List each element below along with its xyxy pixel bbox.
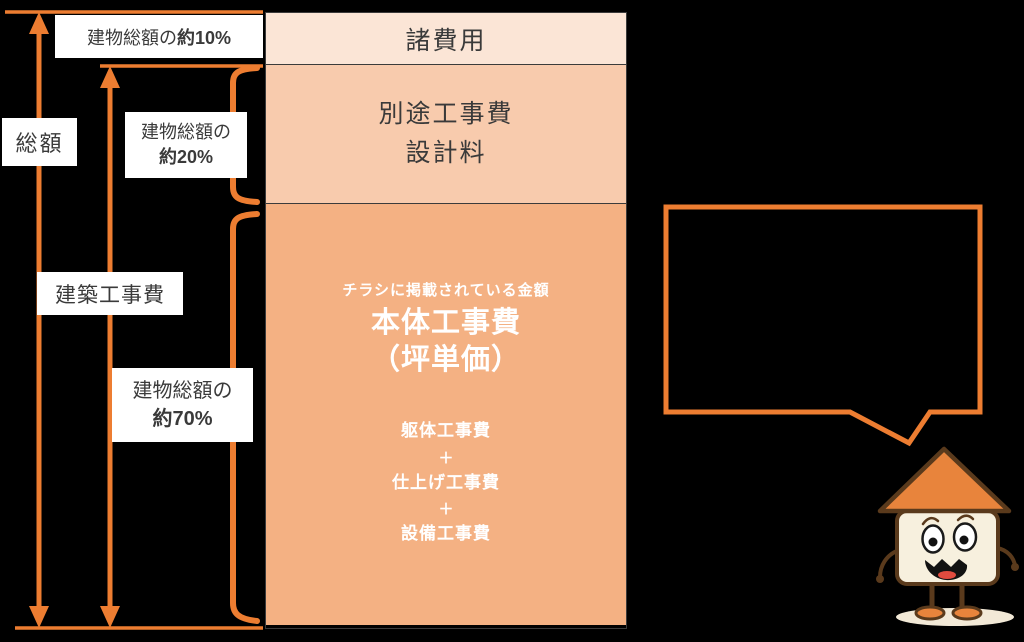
- segment-separate-works-label: 別途工事費: [378, 100, 514, 129]
- pct70-label: 建物総額の 約70%: [112, 368, 253, 442]
- flyer-price-note: チラシに掲載されている金額: [342, 282, 550, 299]
- total-range-arrow: [29, 12, 49, 628]
- construction-cost-label: 建築工事費: [37, 272, 183, 315]
- mascot-eyebrow-right: [956, 514, 975, 522]
- mascot-pupil-right: [959, 535, 969, 545]
- main-construction-title: 本体工事費 （坪単価）: [266, 305, 626, 379]
- total-label: 総額: [2, 118, 77, 166]
- plus-sign: ＋: [438, 449, 454, 467]
- mascot-tongue: [938, 571, 956, 579]
- mascot-pupil-left: [928, 537, 938, 547]
- main-construction-heading: チラシに掲載されている金額 本体工事費 （坪単価）: [266, 279, 626, 379]
- pct70-value: 約70%: [152, 408, 213, 430]
- component-equipment: 設備工事費: [401, 524, 491, 544]
- mascot-foot-left: [914, 605, 946, 621]
- mascot-mouth: [925, 559, 968, 581]
- mascot-eyebrow-left: [921, 516, 940, 526]
- arrow-down-icon: [29, 606, 49, 628]
- segment-misc-fees-label: 諸費用: [405, 26, 487, 55]
- arrow-down-icon: [100, 606, 120, 628]
- construction-range-arrow: [100, 66, 120, 628]
- pct10-label: 建物総額の約10%: [55, 15, 263, 58]
- mascot-hand-right: [1011, 563, 1019, 571]
- total-label-text: 総額: [15, 131, 64, 156]
- arrow-up-icon: [100, 66, 120, 88]
- segment-misc-fees: 諸費用: [266, 13, 626, 65]
- mascot-roof: [877, 446, 1012, 514]
- pct20-label: 建物総額の 約20%: [125, 112, 247, 178]
- main-construction-title-line1: 本体工事費: [370, 307, 521, 339]
- pct20-prefix: 建物総額の: [141, 121, 231, 142]
- house-mascot: [876, 446, 1019, 626]
- arrow-up-icon: [29, 12, 49, 34]
- mascot-foot-right: [951, 605, 983, 621]
- pct10-prefix: 建物総額の: [86, 27, 177, 48]
- pct10-value: 約10%: [176, 27, 232, 48]
- speech-bubble: [663, 204, 983, 447]
- pct70-prefix: 建物総額の: [132, 380, 233, 402]
- main-construction-components: 躯体工事費 ＋ 仕上げ工事費 ＋ 設備工事費: [266, 421, 626, 544]
- segment-separate-works: 別途工事費 設計料: [266, 65, 626, 204]
- component-finishing: 仕上げ工事費: [392, 472, 500, 492]
- segment-design-fee-label: 設計料: [405, 139, 487, 167]
- cost-breakdown-bar: 諸費用 別途工事費 設計料 チラシに掲載されている金額 本体工事費 （坪単価） …: [265, 12, 627, 629]
- pct20-value: 約20%: [158, 147, 214, 167]
- construction-cost-label-text: 建築工事費: [55, 283, 165, 307]
- main-construction-title-line2: （坪単価）: [370, 344, 521, 377]
- plus-sign: ＋: [438, 501, 454, 519]
- component-structure: 躯体工事費: [401, 421, 491, 440]
- mascot-hand-left: [876, 575, 884, 583]
- segment-main-construction: チラシに掲載されている金額 本体工事費 （坪単価） 躯体工事費 ＋ 仕上げ工事費…: [266, 204, 626, 625]
